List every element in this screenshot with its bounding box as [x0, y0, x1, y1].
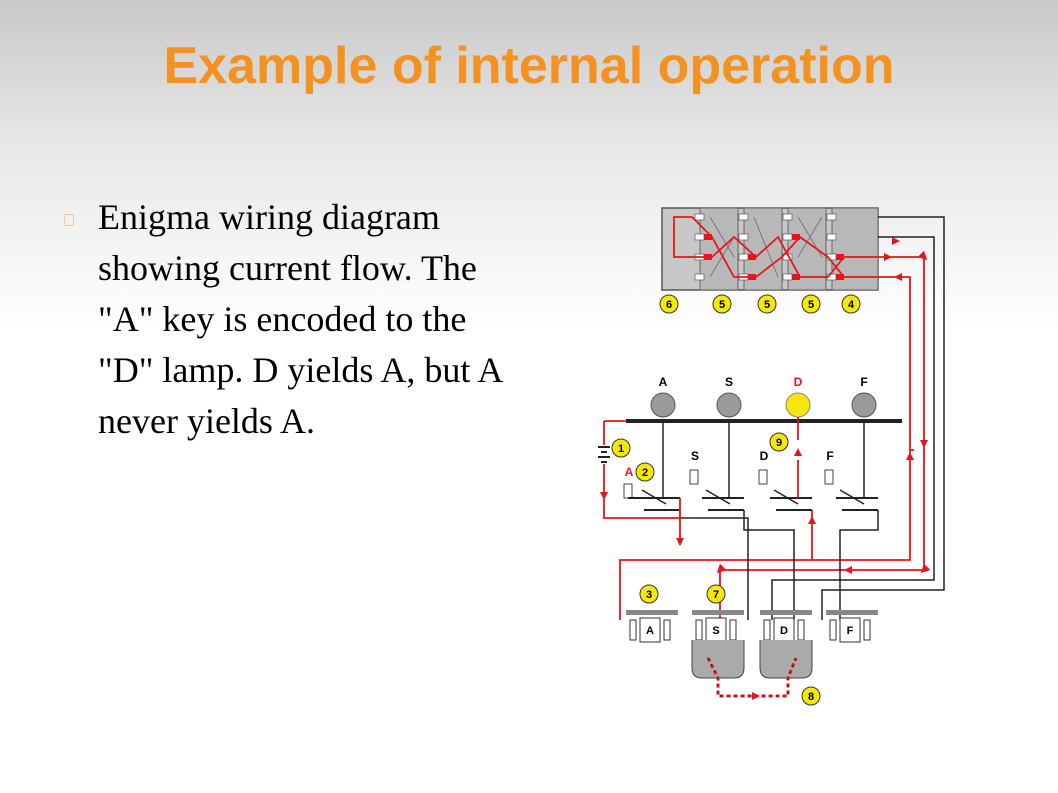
key-label: A: [625, 465, 634, 479]
plug-f: F: [826, 610, 878, 643]
marker-label: 9: [776, 437, 782, 449]
plug-label: F: [847, 625, 854, 637]
lamp-s: S: [716, 375, 742, 418]
plug-d: D: [759, 610, 813, 679]
plug-label: D: [780, 625, 788, 637]
key-label: S: [691, 449, 699, 463]
step-marker-3: 3: [639, 584, 659, 604]
battery: [598, 420, 680, 519]
key-a: A: [623, 465, 680, 511]
step-marker-7: 7: [706, 584, 726, 604]
marker-label: 6: [666, 299, 672, 311]
step-marker-1: 1: [611, 438, 631, 458]
plug-cable: [706, 657, 798, 700]
marker-label: 5: [719, 299, 725, 311]
marker-label: 1: [618, 443, 624, 455]
plugboard: A S D F: [626, 610, 878, 679]
lamp-a: A: [650, 375, 676, 418]
lamp-label: S: [725, 375, 733, 389]
marker-label: 4: [848, 299, 855, 311]
keyboard: A S D F: [623, 449, 878, 511]
step-marker-9: 9: [769, 432, 789, 452]
marker-label: 2: [642, 467, 648, 479]
lamp-label: A: [659, 375, 668, 389]
bullet-list: Enigma wiring diagram showing current fl…: [60, 192, 510, 447]
bullet-text: Enigma wiring diagram showing current fl…: [98, 197, 502, 441]
bullet-icon: [64, 214, 74, 226]
marker-label: 8: [808, 691, 814, 703]
marker-label: 3: [646, 589, 652, 601]
rotor-assembly: [661, 207, 879, 291]
marker-label: 7: [713, 589, 719, 601]
plug-s: S: [691, 610, 745, 679]
lamp-label: D: [794, 375, 803, 389]
plug-a: A: [626, 610, 678, 643]
step-marker-8: 8: [801, 686, 821, 706]
rotor-markers: 6 5 5 5 4: [659, 294, 861, 314]
lamp-bus: [626, 419, 902, 423]
bullet-item: Enigma wiring diagram showing current fl…: [60, 192, 510, 447]
marker-label: 5: [764, 299, 770, 311]
lamp-d: D: [785, 375, 811, 418]
key-s: S: [689, 449, 744, 511]
key-f: F: [824, 449, 878, 511]
marker-label: 5: [808, 299, 814, 311]
slide-title: Example of internal operation: [163, 37, 895, 95]
outer-wires: [771, 216, 945, 620]
enigma-wiring-diagram: 6 5 5 5 4 A S: [598, 207, 945, 706]
plug-label: A: [646, 625, 654, 637]
lamp-panel: A S D F: [650, 375, 877, 418]
key-d: D: [758, 449, 812, 511]
step-marker-2: 2: [635, 462, 655, 482]
plug-label: S: [712, 625, 719, 637]
lamp-label: F: [860, 375, 867, 389]
key-label: D: [760, 449, 769, 463]
key-label: F: [826, 449, 833, 463]
lamp-f: F: [851, 375, 877, 418]
